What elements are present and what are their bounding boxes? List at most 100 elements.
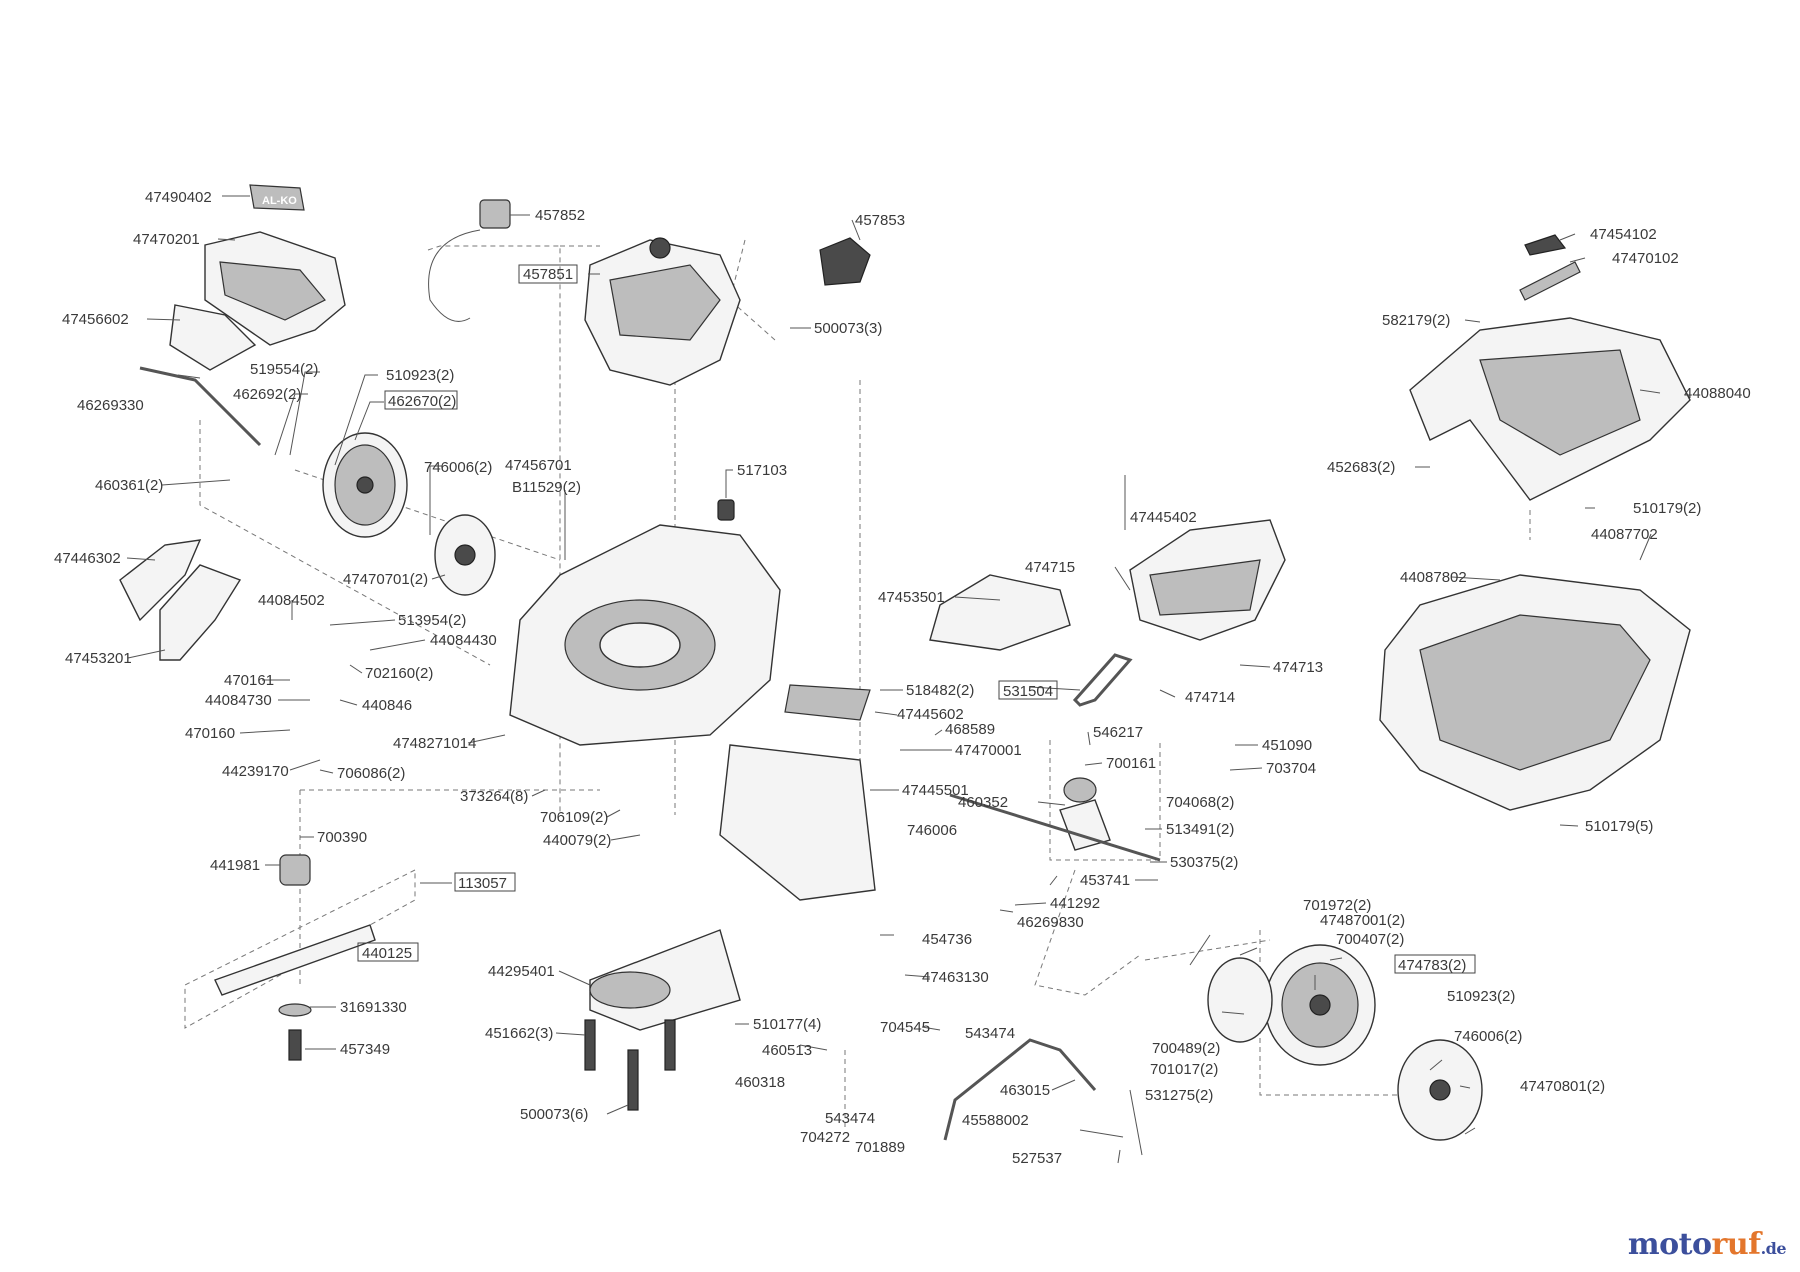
wheel-cap-right bbox=[1397, 1039, 1483, 1141]
label-510923-right: 510923(2) bbox=[1447, 988, 1515, 1005]
label-47470102: 47470102 bbox=[1612, 250, 1679, 267]
label-47470201: 47470201 bbox=[133, 231, 200, 248]
label-704272: 704272 bbox=[800, 1129, 850, 1146]
label-706086: 706086(2) bbox=[337, 765, 405, 782]
watermark-part1: moto bbox=[1627, 1227, 1712, 1262]
label-700161: 700161 bbox=[1106, 755, 1156, 772]
label-510179-a: 510179(2) bbox=[1633, 500, 1701, 517]
label-boxes bbox=[357, 264, 1476, 974]
mower-deck bbox=[509, 524, 781, 746]
label-460352: 460352 bbox=[958, 794, 1008, 811]
label-441981: 441981 bbox=[210, 857, 260, 874]
label-701017: 701017(2) bbox=[1150, 1061, 1218, 1078]
label-451662: 451662(3) bbox=[485, 1025, 553, 1042]
label-457852: 457852 bbox=[535, 207, 585, 224]
label-4748271014: 4748271014 bbox=[393, 735, 476, 752]
motoruf-watermark: motoruf.de bbox=[1627, 1227, 1787, 1262]
front-cover bbox=[169, 304, 257, 371]
label-470161: 470161 bbox=[224, 672, 274, 689]
label-701889: 701889 bbox=[855, 1139, 905, 1156]
label-474715: 474715 bbox=[1025, 559, 1075, 576]
label-460361: 460361(2) bbox=[95, 477, 163, 494]
height-rod bbox=[139, 366, 262, 447]
label-704545: 704545 bbox=[880, 1019, 930, 1036]
parts: AL-KO bbox=[119, 184, 1691, 1141]
label-519554: 519554(2) bbox=[250, 361, 318, 378]
label-45588002: 45588002 bbox=[962, 1112, 1029, 1129]
wheel-right-rear bbox=[1264, 944, 1376, 1066]
watermark-part2: ruf bbox=[1711, 1227, 1762, 1262]
label-704068: 704068(2) bbox=[1166, 794, 1234, 811]
label-47456602: 47456602 bbox=[62, 311, 129, 328]
rear-flap bbox=[719, 744, 876, 901]
label-700390: 700390 bbox=[317, 829, 367, 846]
label-543474-b: 543474 bbox=[825, 1110, 875, 1127]
watermark-part3: .de bbox=[1760, 1239, 1787, 1258]
badge-lettering: AL-KO bbox=[262, 195, 297, 207]
label-47446302: 47446302 bbox=[54, 550, 121, 567]
label-373264: 373264(8) bbox=[460, 788, 528, 805]
alko-badge: AL-KO bbox=[249, 184, 305, 211]
leader-lines bbox=[126, 195, 1661, 1164]
label-440846: 440846 bbox=[362, 697, 412, 714]
rear-guard bbox=[784, 684, 871, 721]
label-500073-bottom: 500073(6) bbox=[520, 1106, 588, 1123]
label-441292: 441292 bbox=[1050, 895, 1100, 912]
label-746006-left: 746006(2) bbox=[424, 459, 492, 476]
label-701972: 701972(2) bbox=[1303, 897, 1371, 914]
label-702160: 702160(2) bbox=[365, 665, 433, 682]
label-510179-b: 510179(5) bbox=[1585, 818, 1653, 835]
label-513491: 513491(2) bbox=[1166, 821, 1234, 838]
label-47456701: 47456701 bbox=[505, 457, 572, 474]
label-746006: 746006 bbox=[907, 822, 957, 839]
label-518482: 518482(2) bbox=[906, 682, 974, 699]
label-468589: 468589 bbox=[945, 721, 995, 738]
label-517103: 517103 bbox=[737, 462, 787, 479]
charger bbox=[428, 199, 511, 322]
label-474713: 474713 bbox=[1273, 659, 1323, 676]
label-703704: 703704 bbox=[1266, 760, 1316, 777]
label-47453501: 47453501 bbox=[878, 589, 945, 606]
label-513954: 513954(2) bbox=[398, 612, 466, 629]
label-47470801: 47470801(2) bbox=[1520, 1078, 1605, 1095]
label-510923-left: 510923(2) bbox=[386, 367, 454, 384]
label-531504: 531504 bbox=[1003, 683, 1053, 700]
label-47487001: 47487001(2) bbox=[1320, 912, 1405, 929]
label-44084502: 44084502 bbox=[258, 592, 325, 609]
label-463015: 463015 bbox=[1000, 1082, 1050, 1099]
label-510177: 510177(4) bbox=[753, 1016, 821, 1033]
label-113057: 113057 bbox=[458, 875, 507, 892]
label-460318: 460318 bbox=[735, 1074, 785, 1091]
gearbox bbox=[949, 777, 1161, 862]
wheel-inner-right bbox=[1207, 957, 1273, 1043]
engine bbox=[584, 237, 741, 386]
grass-catcher-frame bbox=[1409, 234, 1691, 501]
label-440125: 440125 bbox=[362, 945, 412, 962]
label-700407: 700407(2) bbox=[1336, 931, 1404, 948]
label-47470701: 47470701(2) bbox=[343, 571, 428, 588]
label-530375: 530375(2) bbox=[1170, 854, 1238, 871]
label-47490402: 47490402 bbox=[145, 189, 212, 206]
wheel-cap-left bbox=[434, 514, 496, 596]
label-46269830: 46269830 bbox=[1017, 914, 1084, 931]
battery bbox=[819, 237, 871, 286]
label-457853: 457853 bbox=[855, 212, 905, 229]
label-746006-right: 746006(2) bbox=[1454, 1028, 1522, 1045]
label-44084430: 44084430 bbox=[430, 632, 497, 649]
spring-517103 bbox=[717, 499, 735, 521]
label-500073-top: 500073(3) bbox=[814, 320, 882, 337]
label-460513: 460513 bbox=[762, 1042, 812, 1059]
label-47454102: 47454102 bbox=[1590, 226, 1657, 243]
label-474783: 474783(2) bbox=[1398, 957, 1466, 974]
label-47470001: 47470001 bbox=[955, 742, 1022, 759]
label-44295401: 44295401 bbox=[488, 963, 555, 980]
label-44084730: 44084730 bbox=[205, 692, 272, 709]
label-457349: 457349 bbox=[340, 1041, 390, 1058]
label-47445602: 47445602 bbox=[897, 706, 964, 723]
label-700489: 700489(2) bbox=[1152, 1040, 1220, 1057]
flap-47446302 bbox=[119, 539, 202, 622]
grass-bag bbox=[1379, 574, 1691, 811]
label-454736: 454736 bbox=[922, 931, 972, 948]
label-543474-a: 543474 bbox=[965, 1025, 1015, 1042]
